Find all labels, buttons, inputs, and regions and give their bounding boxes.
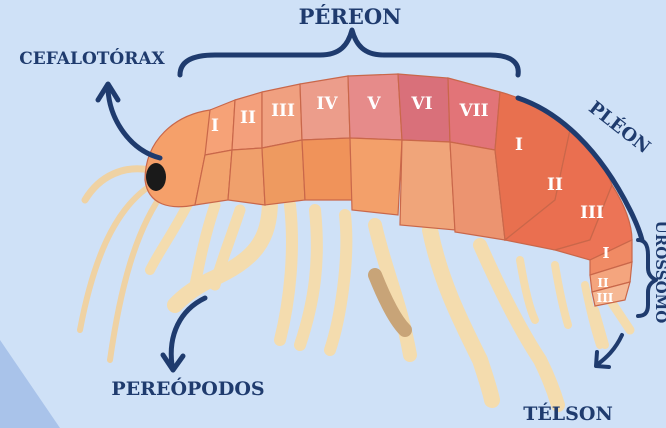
pleopod-1 [520,260,535,320]
gnathopod-1 [150,200,190,270]
coxa-6 [400,140,455,230]
coxa-5 [350,138,402,215]
pereopodos-label: PEREÓPODOS [111,377,264,400]
pleopod-2 [555,265,568,325]
pereon-numeral-4: IV [316,94,338,114]
urosome-numeral-2: II [597,276,609,290]
pereon-brace [180,30,518,75]
pereopod-4 [330,215,346,350]
pleon-numeral-1: I [515,135,523,155]
pereon-numeral-1: I [211,116,219,136]
cefalotorax-label: CEFALOTÓRAX [19,48,165,69]
pereon-label: PÉREON [299,4,402,29]
pereon-numeral-2: II [240,108,256,128]
pereopod-2 [280,205,292,340]
pereopod-3 [300,210,317,345]
pereon-numeral-5: V [366,94,381,114]
pleon-numeral-3: III [580,203,604,223]
pereon-numeral-6: VI [410,94,432,114]
pereon-seg-1 [205,100,235,155]
urossomo-label: UROSSOMO [652,221,666,324]
pleon-numeral-2: II [547,175,563,195]
urosome-numeral-3: III [597,291,614,305]
pleon-label: PLÉON [585,96,656,158]
corner-accent [0,340,60,428]
pereon-numeral-3: III [271,101,295,121]
urosome-numeral-1: I [602,244,609,262]
coxa-4 [302,138,352,200]
coxa-3 [262,140,305,205]
eye [146,163,166,191]
pereon-numeral-7: VII [458,101,488,121]
telson-label: TÉLSON [523,402,613,425]
coxa-2 [228,148,265,205]
